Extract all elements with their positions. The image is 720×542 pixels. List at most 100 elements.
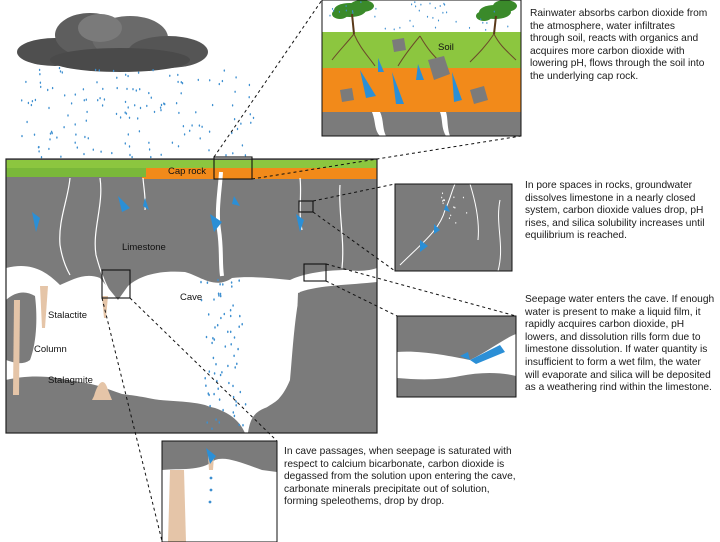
- rain-drop: [218, 82, 221, 86]
- pore-water-dot: [450, 214, 452, 217]
- zoom-box-seepage: [303, 263, 327, 282]
- pore-water-dot: [453, 196, 455, 199]
- rain-drop: [100, 150, 102, 153]
- rain-drop: [232, 152, 234, 155]
- rain-drop: [188, 129, 191, 132]
- rain-drop: [49, 138, 51, 141]
- rain-drop: [148, 148, 151, 151]
- seepage-drop: [200, 298, 203, 302]
- rain-drop: [116, 76, 118, 80]
- seepage-drop: [215, 362, 217, 366]
- soil-label: Soil: [438, 42, 454, 53]
- rain-drop: [21, 134, 23, 138]
- rain-drop: [163, 102, 165, 105]
- rain-drop: [129, 153, 131, 157]
- rain-drop: [195, 111, 197, 114]
- rain-drop: [98, 69, 101, 72]
- rain-drop: [333, 9, 335, 12]
- rain-drop: [432, 16, 434, 19]
- rain-drop: [329, 14, 331, 17]
- pore-water-dot: [441, 196, 443, 199]
- rain-drop: [139, 106, 142, 110]
- seepage-drop: [237, 347, 239, 351]
- rain-drop: [126, 87, 128, 91]
- rain-drop: [150, 155, 152, 159]
- rain-drop: [39, 85, 42, 89]
- rain-drop: [248, 83, 251, 87]
- rain-drop: [180, 92, 182, 95]
- pore-spaces-inset: [395, 184, 512, 271]
- seepage-drop: [227, 364, 229, 368]
- rain-drop: [197, 78, 200, 82]
- cap-rock-layer: [142, 168, 377, 179]
- rain-drop: [87, 137, 90, 140]
- seepage-drop: [217, 292, 220, 296]
- seepage-description: Seepage water enters the cave. If enough…: [525, 294, 715, 394]
- rain-drop: [177, 73, 179, 77]
- rain-drop: [20, 99, 23, 102]
- seepage-drop: [222, 408, 224, 412]
- rain-drop: [74, 123, 76, 126]
- seepage-drop: [206, 421, 208, 424]
- rain-drop: [127, 74, 129, 78]
- rain-drop: [96, 81, 98, 84]
- rain-drop: [175, 102, 178, 105]
- rain-drop: [38, 68, 41, 72]
- rain-drop: [221, 79, 224, 83]
- seepage-drop: [232, 304, 234, 307]
- seepage-drop: [224, 345, 227, 348]
- rain-drop: [135, 89, 138, 92]
- rain-drop: [240, 122, 242, 125]
- rain-drop: [150, 96, 153, 99]
- seepage-drop: [208, 393, 210, 397]
- rain-drop: [235, 76, 237, 79]
- rain-drop: [160, 103, 163, 107]
- rain-drop: [34, 98, 37, 102]
- rain-drop: [92, 148, 95, 151]
- rain-drop: [74, 141, 76, 144]
- rain-drop: [112, 69, 115, 73]
- seepage-drop: [228, 381, 230, 385]
- rain-drop: [160, 153, 162, 156]
- rain-drop: [128, 145, 131, 148]
- rain-drop: [352, 11, 354, 14]
- seepage-drop: [230, 343, 232, 346]
- rain-drop: [40, 156, 43, 159]
- rain-drop: [248, 96, 250, 99]
- rain-drop: [250, 121, 252, 125]
- rain-drop: [85, 98, 88, 101]
- pore-water-dot: [455, 222, 457, 224]
- rain-drop: [439, 5, 441, 7]
- rain-drop: [434, 26, 437, 29]
- seepage-drop: [208, 370, 211, 373]
- rain-drop: [111, 151, 113, 155]
- pore-water-dot: [443, 199, 445, 202]
- rain-drop: [485, 28, 487, 31]
- rain-drop: [152, 69, 154, 72]
- seepage-drop: [200, 280, 202, 284]
- rain-drop: [468, 26, 471, 29]
- seepage-drop: [235, 400, 237, 403]
- rain-drop: [137, 71, 140, 74]
- seepage-drop: [233, 336, 236, 339]
- soil-strip: [6, 160, 377, 169]
- rain-drop: [49, 132, 52, 135]
- rain-drop: [198, 124, 201, 127]
- seepage-drop: [218, 421, 221, 424]
- pore-spaces-description: In pore spaces in rocks, groundwater dis…: [525, 180, 705, 242]
- seepage-drop: [229, 308, 232, 312]
- seepage-drop: [231, 285, 233, 288]
- rain-drop: [480, 18, 482, 21]
- limestone-label: Limestone: [122, 242, 166, 253]
- seepage-drop: [239, 314, 241, 318]
- rain-drop: [127, 133, 130, 136]
- seepage-drop: [206, 281, 209, 285]
- rain-drop: [345, 9, 347, 12]
- rain-drop: [128, 116, 131, 120]
- rain-drop: [191, 124, 193, 127]
- rain-drop: [27, 101, 30, 105]
- rain-drop: [63, 126, 65, 129]
- rain-drop: [414, 1, 416, 4]
- seepage-drop: [232, 384, 234, 388]
- rain-drop: [345, 5, 347, 7]
